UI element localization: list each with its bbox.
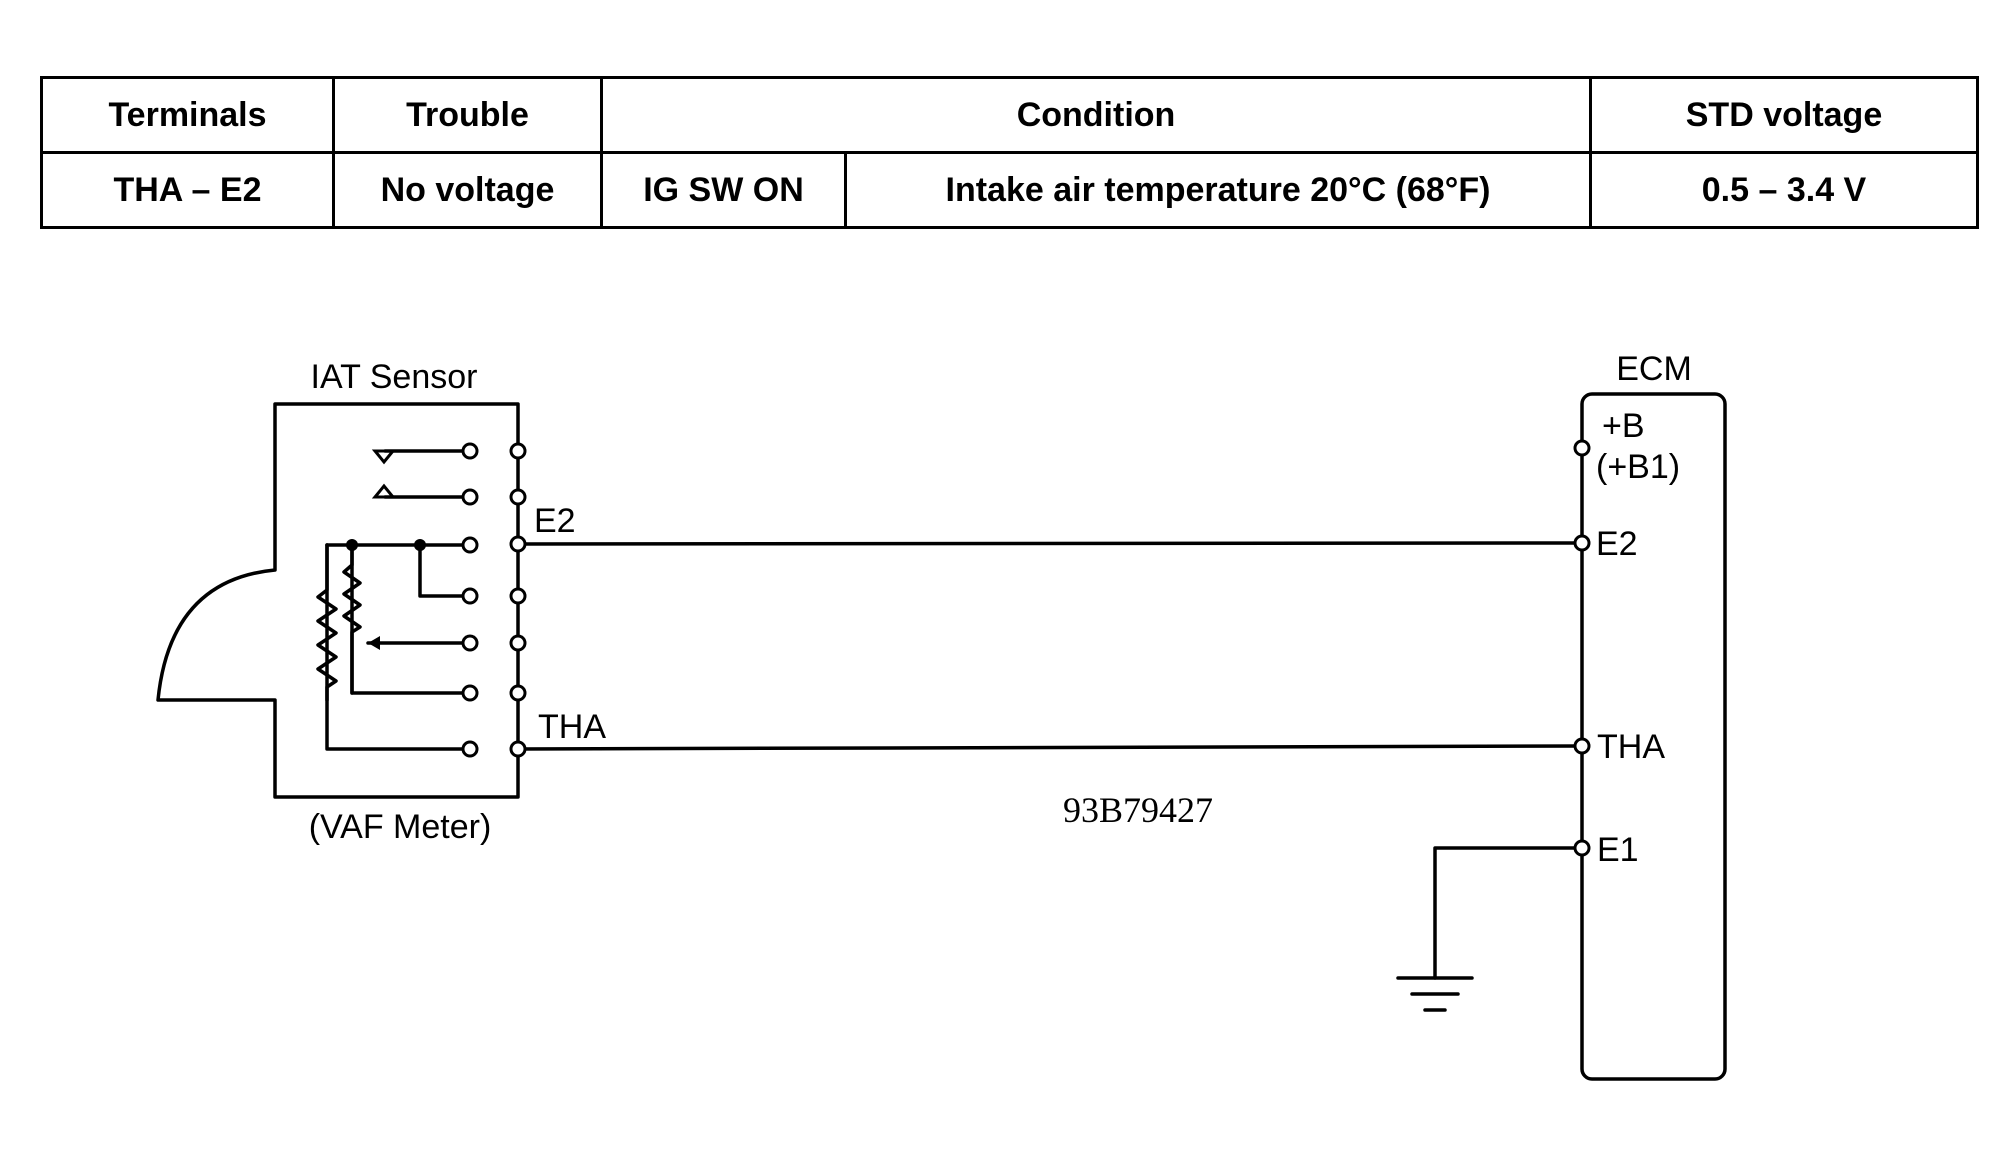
pin (461, 488, 479, 506)
pin (461, 536, 479, 554)
stub-6 (350, 543, 472, 695)
resistor-variable (342, 543, 362, 695)
sensor-title: IAT Sensor (311, 358, 478, 396)
ecm-box (1580, 392, 1727, 1081)
ecm-terminal-e1-label: E1 (1597, 831, 1639, 869)
cell-condition: Intake air temperature 20°C (68°F) (844, 151, 1592, 229)
cell-std-voltage: 0.5 – 3.4 V (1589, 151, 1979, 229)
ecm-terminal-e2-label: E2 (1596, 525, 1638, 563)
terminal-tha (509, 740, 527, 758)
wiper-arrow (368, 636, 380, 650)
ecm-pin-tha (1573, 737, 1591, 755)
pin (461, 442, 479, 460)
cell-trouble: No voltage (332, 151, 603, 229)
terminal (509, 442, 527, 460)
terminal (509, 587, 527, 605)
spec-table-data-row: THA – E2 No voltage IG SW ON Intake air … (40, 151, 1979, 229)
spec-table: Terminals Trouble Condition STD voltage … (40, 76, 1979, 229)
ecm-pin-b (1573, 439, 1591, 457)
sensor-terminal-tha-label: THA (538, 708, 606, 746)
ecm-terminal-b1-label: (+B1) (1596, 448, 1680, 486)
ground-symbol (1396, 976, 1474, 1012)
ecm-title: ECM (1616, 350, 1692, 388)
resistor-main (316, 543, 338, 702)
junction-2 (414, 539, 426, 551)
ecm-terminal-b-label: +B (1602, 407, 1645, 445)
sensor-subtitle: (VAF Meter) (309, 808, 492, 846)
terminal (509, 634, 527, 652)
pin (461, 740, 479, 758)
header-condition: Condition (600, 76, 1592, 154)
pin (461, 684, 479, 702)
junction-1 (346, 539, 358, 551)
header-trouble: Trouble (332, 76, 603, 154)
wire-e1-ground (1433, 846, 1584, 980)
header-terminals: Terminals (40, 76, 335, 154)
figure-code: 93B79427 (1063, 790, 1213, 830)
spec-table-header-row: Terminals Trouble Condition STD voltage (40, 76, 1979, 154)
header-std-voltage: STD voltage (1589, 76, 1979, 154)
sensor-terminal-e2-label: E2 (534, 502, 576, 540)
sensor-housing (156, 402, 520, 799)
marker-down (371, 449, 397, 465)
stub-4 (418, 543, 472, 598)
cell-ig-state: IG SW ON (600, 151, 847, 229)
wire-e2 (516, 541, 1584, 546)
pin (461, 587, 479, 605)
ecm-terminal-tha-label: THA (1597, 728, 1665, 766)
ecm-pin-e1 (1573, 839, 1591, 857)
terminal-e2 (509, 535, 527, 553)
terminal (509, 684, 527, 702)
pin (461, 634, 479, 652)
cell-terminals: THA – E2 (40, 151, 335, 229)
marker-up (371, 483, 397, 499)
terminal (509, 488, 527, 506)
wire-tha (516, 744, 1584, 751)
ecm-pin-e2 (1573, 534, 1591, 552)
